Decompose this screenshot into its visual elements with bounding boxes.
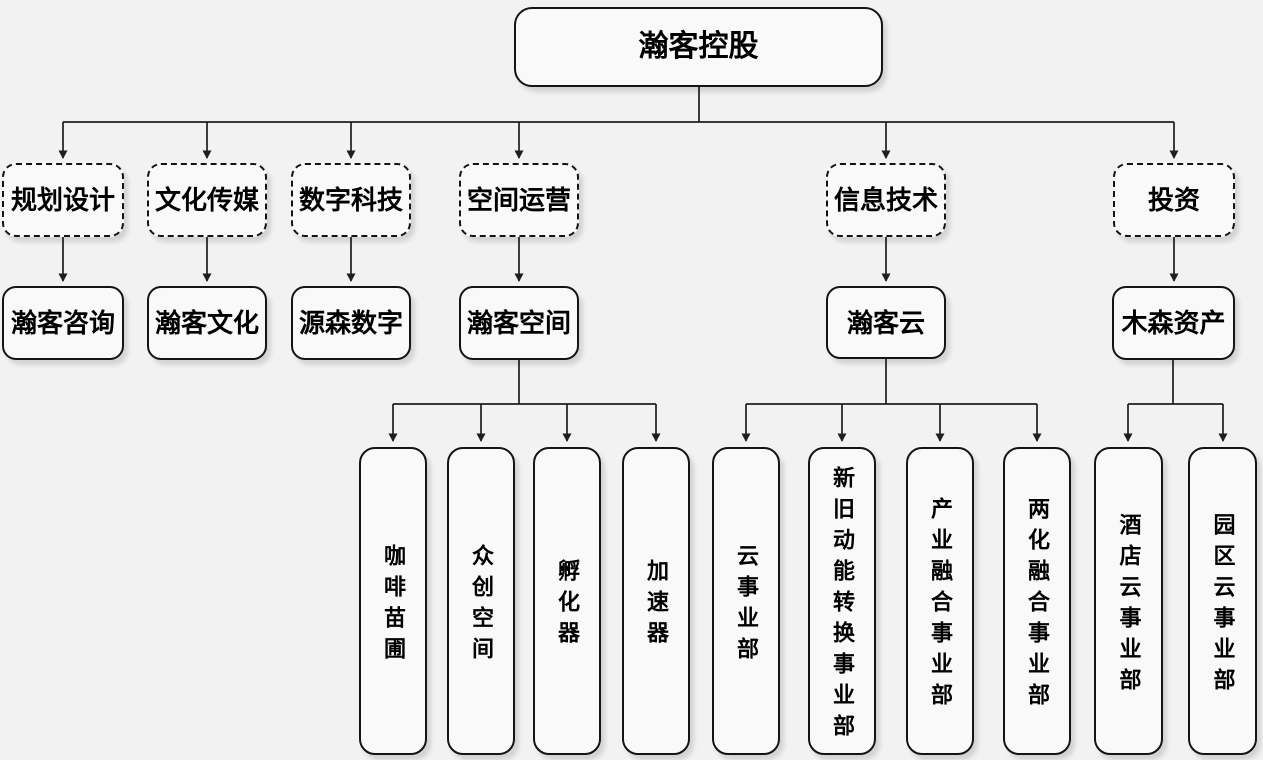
node-label: 空间运营 [466, 185, 571, 215]
edge-musen-assets-bus [1123, 360, 1228, 442]
node-label: 文化传媒 [154, 185, 259, 215]
edge-root-bus [63, 86, 1174, 123]
node-label: 咖啡苗圃 [381, 543, 406, 668]
node-hanke-cloud[interactable]: 瀚客云 [826, 286, 946, 359]
node-information-technology[interactable]: 信息技术 [826, 163, 946, 237]
node-label: 新旧动能转换事业部 [830, 466, 855, 745]
node-label: 众创空间 [469, 543, 494, 668]
node-coffee-nursery[interactable]: 咖啡苗圃 [359, 447, 427, 755]
edge-hanke-space-bus [388, 360, 661, 442]
node-planning-design[interactable]: 规划设计 [2, 163, 124, 237]
node-label: 瀚客控股 [638, 30, 759, 63]
node-hanke-consulting[interactable]: 瀚客咨询 [2, 286, 124, 360]
node-musen-assets[interactable]: 木森资产 [1112, 286, 1235, 360]
node-label: 信息技术 [833, 185, 938, 215]
node-hotel-cloud-bu[interactable]: 酒店云事业部 [1094, 447, 1163, 755]
node-industry-integration-bu[interactable]: 产业融合事业部 [906, 447, 974, 755]
node-label: 加速器 [644, 559, 669, 652]
node-space-operation[interactable]: 空间运营 [459, 163, 579, 237]
node-label: 源森数字 [298, 308, 403, 338]
edge-division-drops [58, 122, 1179, 159]
node-label: 酒店云事业部 [1116, 512, 1142, 699]
node-accelerator[interactable]: 加速器 [622, 447, 690, 755]
node-hanke-space[interactable]: 瀚客空间 [459, 286, 579, 360]
node-label: 产业融合事业部 [928, 497, 953, 714]
node-yuansen-digital[interactable]: 源森数字 [291, 286, 411, 360]
node-label: 孵化器 [555, 559, 580, 652]
node-maker-space[interactable]: 众创空间 [447, 447, 515, 755]
node-label: 规划设计 [10, 185, 115, 215]
node-two-integrations-bu[interactable]: 两化融合事业部 [1003, 447, 1071, 755]
node-root[interactable]: 瀚客控股 [514, 7, 883, 87]
node-new-old-kinetic-energy-bu[interactable]: 新旧动能转换事业部 [808, 447, 876, 755]
node-incubator[interactable]: 孵化器 [533, 447, 601, 755]
node-label: 木森资产 [1121, 308, 1226, 338]
node-label: 瀚客文化 [154, 308, 259, 338]
node-label: 瀚客云 [846, 307, 925, 338]
node-digital-technology[interactable]: 数字科技 [291, 163, 411, 237]
node-investment[interactable]: 投资 [1113, 163, 1235, 237]
node-hanke-culture[interactable]: 瀚客文化 [147, 286, 267, 360]
node-label: 瀚客咨询 [10, 308, 115, 338]
node-label: 数字科技 [298, 185, 403, 215]
node-label: 投资 [1147, 185, 1200, 215]
node-label: 两化融合事业部 [1025, 497, 1050, 714]
edge-hanke-cloud-bus [741, 359, 1042, 442]
node-park-cloud-bu[interactable]: 园区云事业部 [1188, 447, 1257, 755]
node-culture-media[interactable]: 文化传媒 [147, 163, 267, 237]
node-label: 瀚客空间 [466, 308, 571, 338]
node-label: 园区云事业部 [1210, 512, 1236, 699]
edge-company-arrows [58, 237, 1179, 282]
node-cloud-bu[interactable]: 云事业部 [712, 447, 780, 755]
node-label: 云事业部 [734, 543, 759, 668]
